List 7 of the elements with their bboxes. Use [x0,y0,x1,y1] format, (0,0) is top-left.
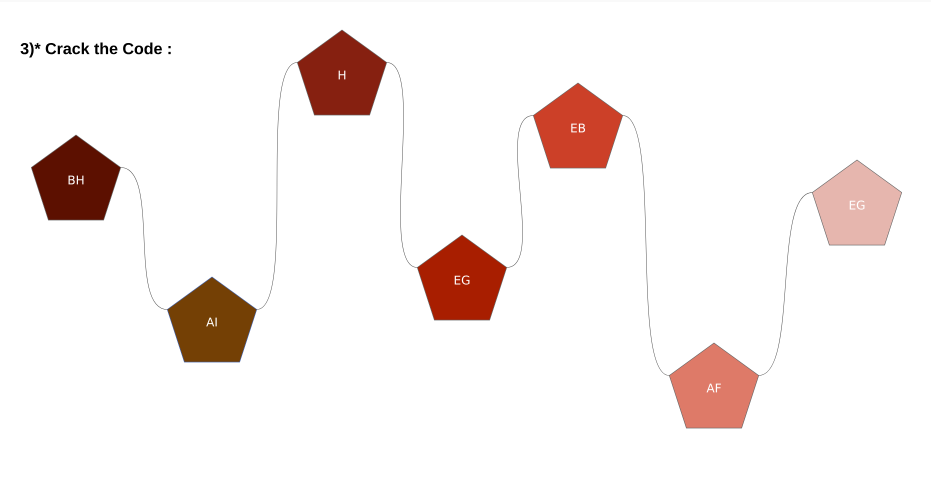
curved-line [120,167,168,310]
curved-line [506,115,534,268]
curved-line [758,192,813,376]
curved-line [256,62,298,310]
curved-line [386,62,418,268]
curved-line [622,115,670,376]
title: 3)* Crack the Code : [20,42,171,58]
